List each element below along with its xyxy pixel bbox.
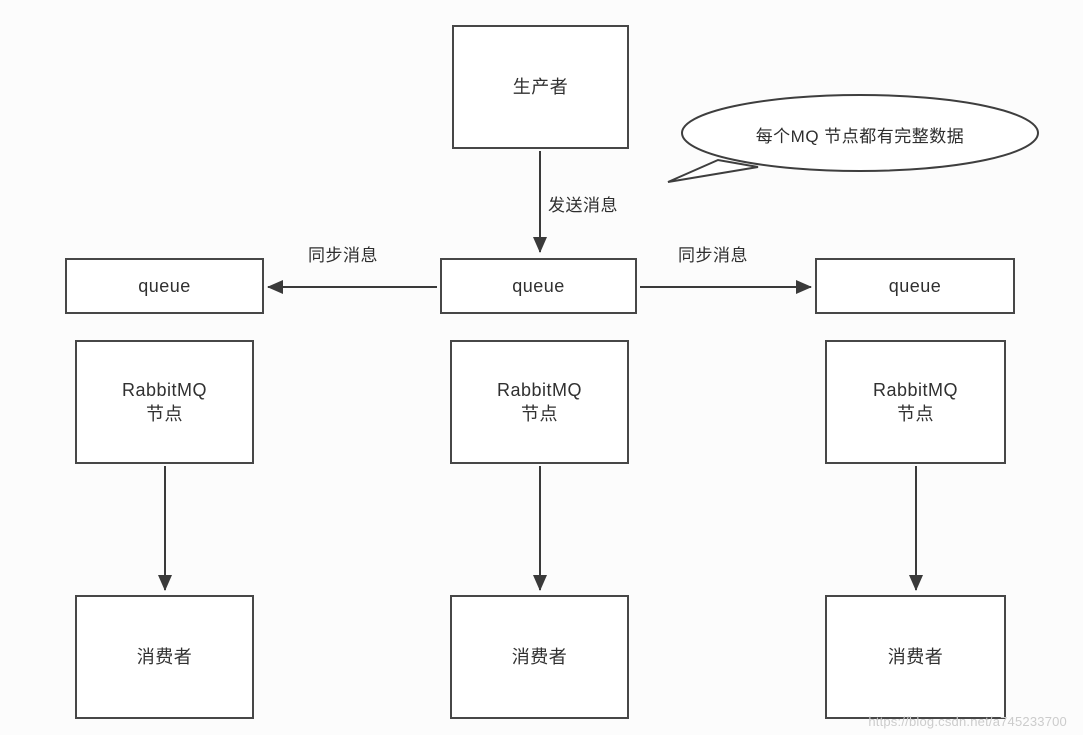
rabbitmq-node-box-left: RabbitMQ 节点 bbox=[75, 340, 254, 464]
producer-label: 生产者 bbox=[512, 76, 569, 97]
consumer-label: 消费者 bbox=[136, 646, 193, 667]
queue-label: queue bbox=[888, 275, 942, 296]
rabbitmq-node-box-right: RabbitMQ 节点 bbox=[825, 340, 1006, 464]
node-label-line2: 节点 bbox=[146, 404, 183, 424]
consumer-label: 消费者 bbox=[887, 646, 944, 667]
rabbitmq-node-box-center: RabbitMQ 节点 bbox=[450, 340, 629, 464]
edge-label-send: 发送消息 bbox=[548, 196, 618, 215]
producer-box: 生产者 bbox=[452, 25, 629, 149]
node-label-line1: RabbitMQ bbox=[496, 379, 583, 400]
consumer-label: 消费者 bbox=[511, 646, 568, 667]
queue-label: queue bbox=[138, 275, 191, 296]
queue-box-center: queue bbox=[440, 258, 637, 314]
edge-label-sync-right: 同步消息 bbox=[678, 246, 748, 265]
node-label-line2: 节点 bbox=[897, 404, 934, 424]
watermark-text: https://blog.csdn.net/a745233700 bbox=[868, 714, 1067, 729]
queue-box-right: queue bbox=[815, 258, 1015, 314]
callout-label: 每个MQ 节点都有完整数据 bbox=[755, 127, 965, 146]
queue-label: queue bbox=[512, 275, 565, 296]
node-label-line1: RabbitMQ bbox=[872, 379, 959, 400]
edge-label-sync-left: 同步消息 bbox=[308, 246, 378, 265]
node-label-line1: RabbitMQ bbox=[121, 379, 208, 400]
node-label-line2: 节点 bbox=[521, 404, 558, 424]
consumer-box-right: 消费者 bbox=[825, 595, 1006, 719]
consumer-box-center: 消费者 bbox=[450, 595, 629, 719]
consumer-box-left: 消费者 bbox=[75, 595, 254, 719]
queue-box-left: queue bbox=[65, 258, 264, 314]
callout-tail bbox=[667, 158, 759, 183]
